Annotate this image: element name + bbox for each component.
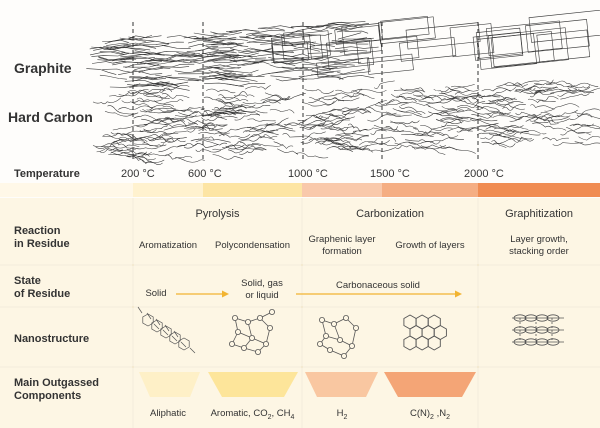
graphitization-header: Graphitization: [505, 208, 573, 220]
graphite-structure: [86, 8, 600, 91]
nanostructure-row-label: Nanostructure: [14, 333, 90, 345]
growth-layers-label: Growth of layers: [395, 240, 465, 251]
graphenic-layer-label: Graphenic layer formation: [308, 234, 376, 257]
temp-band-1: [0, 183, 133, 197]
temp-band-3: [203, 183, 302, 197]
temp-band-2: [133, 183, 203, 197]
gas-h2-text: H: [336, 408, 344, 419]
table-background: [0, 198, 600, 428]
gas-aliphatic-text: Aliphatic: [150, 408, 186, 419]
stacked-layer-structure: [512, 314, 564, 346]
gas-cn-sub1: 2: [430, 413, 434, 421]
gas-shape-aliphatic: [139, 372, 200, 397]
hexagonal-layer-structure: [403, 314, 447, 351]
state-row-label: State of Residue: [14, 275, 71, 300]
gas-aromatic: Aromatic, CO2, CH4: [203, 408, 302, 424]
gas-cn-sub2: 2: [446, 413, 450, 421]
state-arrow-2: [296, 290, 462, 298]
aliphatic-chain-structure: [137, 306, 196, 354]
gas-shape-cn: [384, 372, 476, 397]
gas-shape-aromatic: [208, 372, 298, 397]
carbonization-header: Carbonization: [356, 208, 424, 220]
temp-band-4: [302, 183, 382, 197]
gas-aromatic-sub1: 2: [267, 413, 272, 421]
gas-cn: C(N)2 ,N2: [382, 408, 478, 424]
graphite-label: Graphite: [14, 60, 72, 76]
temp-tick-600: 600 °C: [188, 168, 222, 180]
state-arrow-1: [176, 290, 229, 298]
gas-aromatic-text: Aromatic, CO: [210, 408, 268, 419]
gas-aromatic-sub2: 4: [290, 413, 295, 421]
gas-aliphatic: Aliphatic: [133, 408, 203, 420]
state-carbonaceous: Carbonaceous solid: [336, 280, 420, 291]
gas-h2-sub: 2: [343, 413, 348, 421]
gas-shape-h2: [305, 372, 378, 397]
pyrolysis-header: Pyrolysis: [195, 208, 240, 220]
temp-band-5: [382, 183, 478, 197]
outgassed-row-label: Main Outgassed Components: [14, 377, 99, 402]
gas-cn-text: C(N): [409, 408, 431, 419]
hard-carbon-label: Hard Carbon: [8, 109, 93, 125]
state-mixed: Solid, gas or liquid: [241, 278, 283, 301]
temp-tick-2000: 2000 °C: [464, 168, 504, 180]
temp-tick-1500: 1500 °C: [370, 168, 410, 180]
temperature-label: Temperature: [14, 168, 80, 180]
reaction-row-label: Reaction in Residue: [14, 225, 70, 250]
temp-band-6: [478, 183, 600, 197]
gas-aromatic-mid: , CH: [271, 408, 291, 419]
temp-tick-1000: 1000 °C: [288, 168, 328, 180]
hard-carbon-structure: [92, 79, 600, 165]
state-solid: Solid: [145, 288, 167, 299]
polycondensation-label: Polycondensation: [215, 240, 290, 251]
aromatization-label: Aromatization: [138, 240, 198, 251]
graphenic-small-structure: [316, 314, 359, 359]
gas-h2: H2: [302, 408, 382, 424]
temp-tick-200: 200 °C: [121, 168, 155, 180]
layer-growth-label: Layer growth, stacking order: [509, 234, 569, 257]
gas-cn-mid: ,N: [433, 408, 447, 419]
aromatic-structure: [228, 308, 275, 355]
